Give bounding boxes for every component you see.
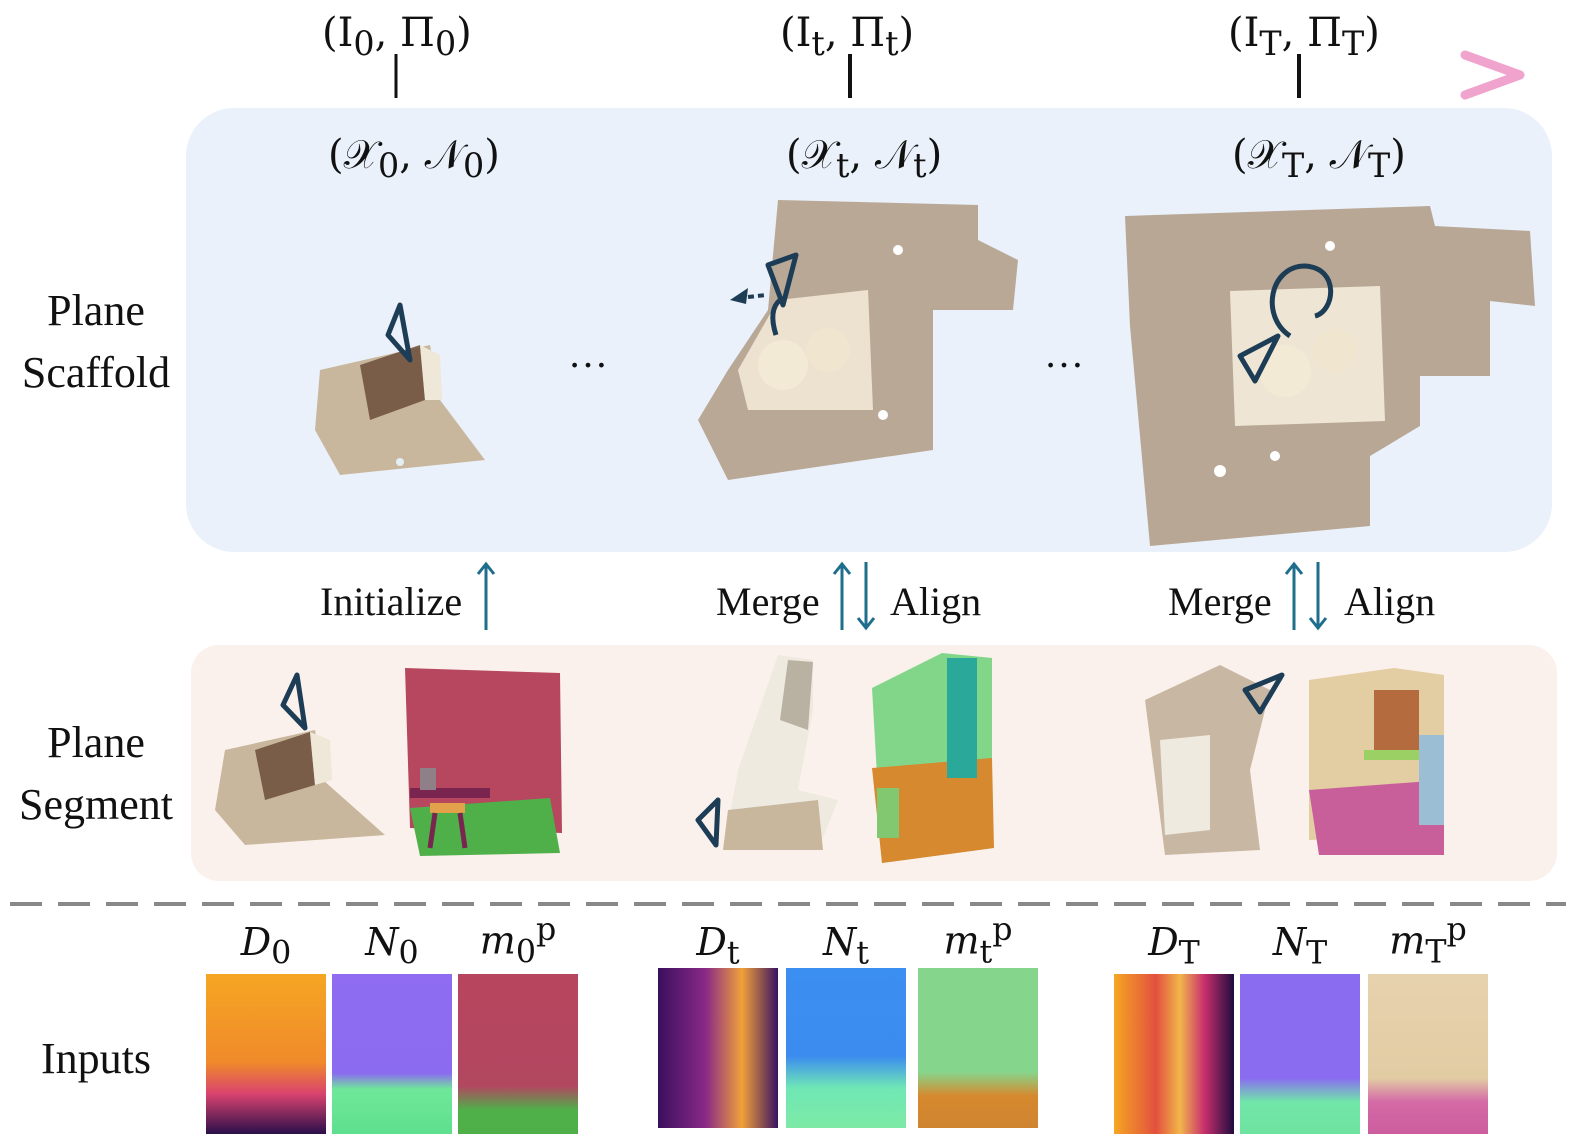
input-label-normal-T: NT [1272, 920, 1328, 972]
camera-icon [765, 252, 799, 308]
mask-image-0 [458, 974, 578, 1134]
segment-image-t [872, 653, 994, 863]
align-label-T: Align [1344, 579, 1436, 624]
initialize-label: Initialize [320, 579, 463, 624]
input-label-mask-0: m0p [479, 912, 557, 971]
normal-map-T [1240, 974, 1360, 1134]
input-label-mask-t: mtp [943, 912, 1013, 971]
segment-pointcloud-T [1145, 665, 1285, 855]
scaffold-reconstruction-0 [315, 302, 485, 475]
merge-align-arrows-t [832, 561, 876, 631]
input-label-normal-0: N0 [365, 920, 419, 972]
align-label-t: Align [890, 579, 982, 624]
merge-label-t: Merge [716, 579, 820, 624]
mask-image-T [1368, 974, 1488, 1134]
depth-map-t [658, 968, 778, 1128]
input-label-depth-T: DT [1148, 920, 1200, 972]
dashed-separator [10, 902, 1566, 906]
scaffold-state-T: (𝒳T, 𝒩T) [1232, 132, 1406, 185]
direction-arrow-icon [730, 288, 748, 304]
camera-icon [280, 672, 308, 731]
normal-map-t [786, 968, 906, 1128]
input-label-depth-0: D0 [240, 920, 292, 972]
merge-align-arrows-T [1284, 561, 1328, 631]
timeline-arrow [185, 50, 1525, 100]
segment-pointcloud-t [695, 655, 838, 850]
initialize-arrow [476, 561, 496, 630]
ellipsis-1: … [568, 331, 608, 376]
segment-image-T [1309, 668, 1444, 855]
scaffold-reconstruction-T [1125, 206, 1535, 546]
mask-image-t [918, 968, 1038, 1128]
camera-icon [385, 302, 413, 363]
plane-scaffold-label: Plane Scaffold [21, 286, 171, 397]
input-label-depth-t: Dt [696, 920, 740, 972]
plane-segment-label: Plane Segment [19, 718, 173, 829]
segment-pointcloud-0 [215, 672, 385, 845]
camera-icon [1242, 672, 1285, 715]
scaffold-state-0: (𝒳0, 𝒩0) [328, 132, 500, 185]
camera-icon [1237, 333, 1281, 384]
depth-map-T [1114, 974, 1234, 1134]
scaffold-reconstruction-t [698, 200, 1018, 480]
ellipsis-2: … [1044, 331, 1084, 376]
timeline-label-T: (IT, ΠT) [1228, 10, 1380, 63]
scaffold-state-t: (𝒳t, 𝒩t) [786, 132, 943, 185]
timeline-label-t: (It, Πt) [780, 10, 915, 63]
merge-label-T: Merge [1168, 579, 1272, 624]
segment-image-0 [405, 668, 562, 856]
rotation-arrow-icon [1269, 263, 1334, 339]
input-label-mask-T: mTp [1389, 912, 1467, 971]
normal-map-0 [332, 974, 452, 1134]
input-label-normal-t: Nt [823, 920, 869, 972]
depth-map-0 [206, 974, 326, 1134]
timeline-label-0: (I0, Π0) [322, 10, 472, 63]
inputs-label: Inputs [41, 1034, 151, 1083]
camera-icon [695, 797, 721, 848]
